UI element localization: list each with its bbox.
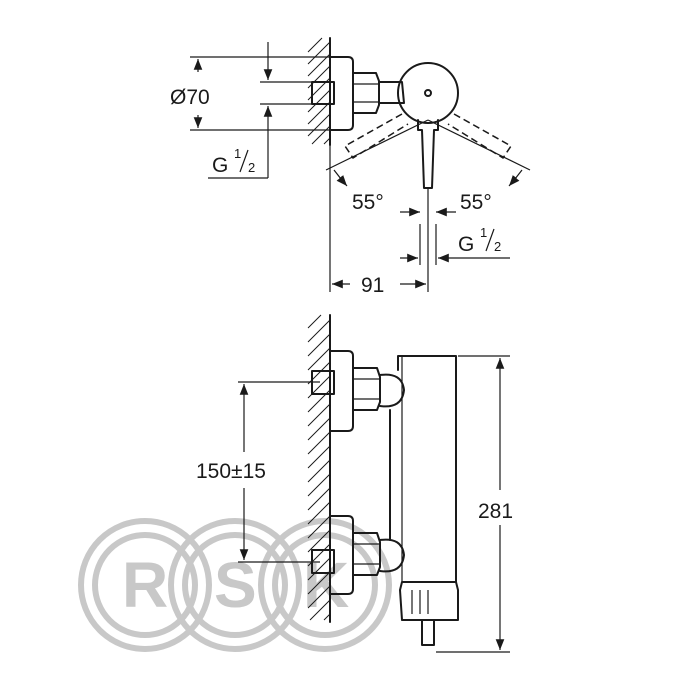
connector-top (378, 81, 405, 104)
thread-label-top: G 1 2 (212, 146, 255, 177)
lever-right-dashed (447, 113, 513, 160)
watermark-letter-k: K (303, 549, 349, 621)
diameter-label: Ø70 (170, 86, 210, 109)
thread-top-g: G (212, 154, 228, 177)
watermark-ring-1 (78, 518, 212, 652)
angle-right-label: 55° (460, 191, 492, 214)
hex-nut-lower (352, 532, 381, 576)
lever-left-dashed (343, 113, 409, 160)
thread-top-num: 1 (234, 146, 241, 161)
outlet-spout (421, 619, 435, 646)
connector-upper (379, 373, 405, 408)
angle-ray-left (325, 119, 429, 171)
wall-hatch-front (307, 314, 331, 621)
angle-ray-right (427, 119, 531, 171)
hex-nut-top (352, 72, 380, 114)
thread-outlet-g: G (458, 233, 474, 256)
watermark-ring-2-inner (182, 532, 288, 638)
connector-lower (379, 538, 405, 573)
watermark-letter-r: R (122, 549, 168, 621)
angle-arc-left (333, 169, 348, 187)
hex-nut-upper (352, 367, 381, 411)
height-label: 281 (478, 500, 513, 523)
thread-label-outlet: G 1 2 (458, 225, 501, 256)
mixer-body-top (397, 62, 459, 124)
watermark-logo: R S K (78, 518, 392, 652)
pipe-stub-top (311, 81, 335, 105)
thread-outlet-num: 1 (480, 225, 487, 240)
front-view: 150±15 281 (196, 314, 513, 653)
outlet-housing (399, 581, 459, 621)
watermark-ring-1-inner (92, 532, 198, 638)
thread-top-den: 2 (248, 160, 255, 175)
angle-left-label: 55° (352, 191, 384, 214)
watermark-letter-s: S (214, 549, 257, 621)
top-view: Ø70 G 1 2 55° 55° G 1 2 91 (170, 37, 531, 297)
angle-arc-right (508, 169, 523, 187)
centres-label: 150±15 (196, 460, 266, 483)
thread-outlet-den: 2 (494, 239, 501, 254)
depth-label: 91 (361, 274, 384, 297)
lever-top (417, 119, 439, 189)
mixer-centre-top (424, 89, 432, 97)
watermark-ring-2 (168, 518, 302, 652)
mixer-body-column (397, 355, 457, 583)
